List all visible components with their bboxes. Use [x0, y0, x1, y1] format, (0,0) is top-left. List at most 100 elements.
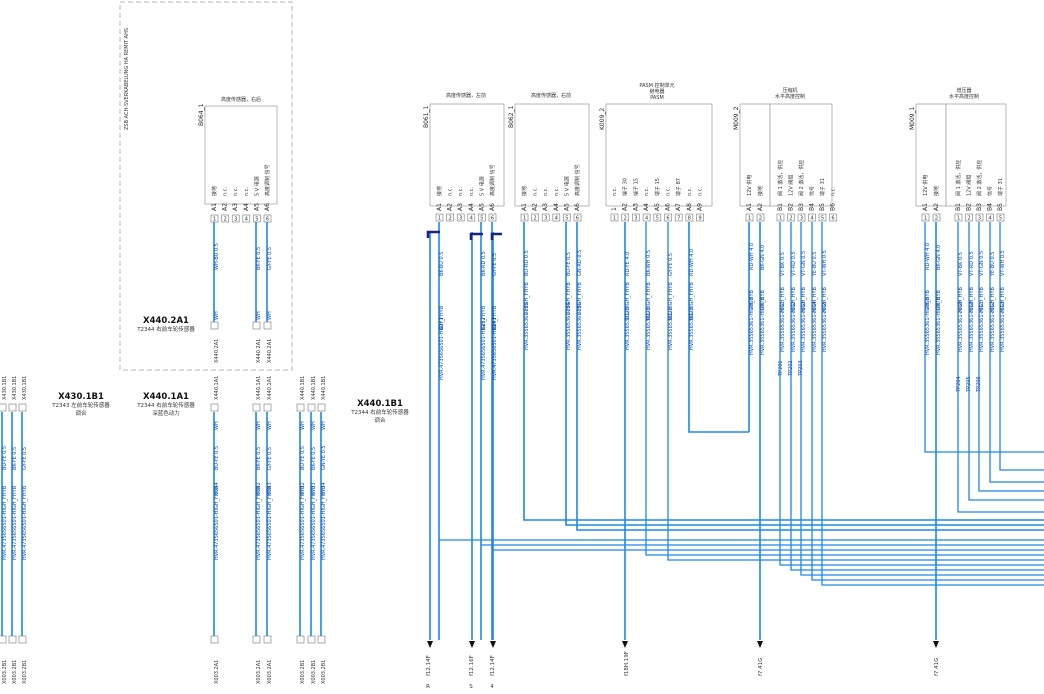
pin-box[interactable]	[435, 213, 444, 222]
pin-box[interactable]	[552, 213, 561, 222]
wire[interactable]	[978, 222, 1044, 492]
pin-box[interactable]	[253, 214, 261, 223]
splice-label: TP205	[966, 376, 972, 393]
pin-box[interactable]	[696, 213, 704, 222]
wire[interactable]	[989, 222, 1044, 483]
pin-box[interactable]	[664, 213, 672, 222]
wire-set: HVR.35565361-HIGH_HYB	[801, 286, 807, 352]
pin-box[interactable]	[787, 213, 795, 222]
pin-box[interactable]	[488, 213, 497, 222]
pin-box[interactable]	[221, 214, 229, 223]
wire[interactable]	[523, 222, 1044, 521]
pin-box[interactable]	[674, 213, 683, 222]
pin-box[interactable]	[756, 213, 765, 222]
pin-box[interactable]	[520, 213, 529, 222]
pin-box[interactable]	[797, 213, 806, 222]
pin-box[interactable]	[231, 214, 240, 223]
pin-box[interactable]	[467, 213, 476, 222]
wire[interactable]	[790, 222, 1044, 571]
connector-pin[interactable]	[0, 635, 7, 644]
connector-pin[interactable]	[210, 635, 219, 644]
pin-box[interactable]	[541, 213, 550, 222]
pin-box[interactable]	[685, 213, 694, 222]
connector-pin[interactable]	[317, 403, 326, 412]
connector-pin[interactable]	[210, 403, 219, 412]
pin-box[interactable]	[818, 213, 827, 222]
wire[interactable]	[779, 222, 1044, 566]
wire-set: HVR.4735656501-HIGH_FHYB	[439, 305, 445, 380]
connector-pin[interactable]	[18, 403, 27, 412]
connector-pin[interactable]	[263, 403, 272, 412]
connector-pin[interactable]	[296, 403, 305, 412]
connector-x440-2a1[interactable]: X440.2A1 T2344 右前车轮传感器	[136, 316, 195, 333]
pin-box[interactable]	[776, 213, 785, 222]
pin-box[interactable]	[653, 213, 662, 222]
connector-pin[interactable]	[263, 321, 272, 330]
wire-id: 0071	[439, 317, 445, 330]
component-b061-1[interactable]: 高度传感器，左前 B061_1 接地A11n.c.A22n.c.A33n.c.A…	[423, 92, 505, 222]
wire[interactable]	[800, 222, 1044, 576]
wire-color-label: RD-WH 4.0	[689, 249, 695, 276]
pin-box[interactable]	[642, 213, 651, 222]
pin-function: 高度调制 信号	[574, 164, 581, 196]
pin-box[interactable]	[921, 213, 930, 222]
wire[interactable]	[821, 222, 1044, 586]
component-b064-1[interactable]: 高度传感器，右后 B064_1 接地A11n.c.A22n.c.A33n.c.A…	[198, 96, 278, 223]
pin-box[interactable]	[829, 213, 837, 222]
connector-pin[interactable]	[0, 403, 7, 412]
pin-box[interactable]	[531, 213, 539, 222]
wire[interactable]	[576, 222, 1044, 531]
pin-function: 端子 15	[654, 178, 661, 196]
pin-box[interactable]	[563, 213, 571, 222]
wire-color-label: GN-RD 0.5	[577, 250, 583, 276]
pin-box[interactable]	[932, 213, 941, 222]
connector-pin[interactable]	[8, 635, 17, 644]
connector-pin[interactable]	[317, 635, 326, 644]
pin-box[interactable]	[610, 213, 619, 222]
pin-box[interactable]	[242, 214, 251, 223]
component-b062-1[interactable]: 高度传感器，右前 B062_1 接地A11n.c.A22n.c.A33n.c.A…	[508, 92, 590, 222]
connector-pin[interactable]	[8, 403, 17, 412]
pin-box[interactable]	[632, 213, 640, 222]
connector-pin[interactable]	[210, 321, 219, 330]
connector-pin[interactable]	[296, 635, 305, 644]
pin-box[interactable]	[745, 213, 754, 222]
connector-pin[interactable]	[18, 635, 27, 644]
pin-box[interactable]	[456, 213, 465, 222]
connector-x430-1b1[interactable]: X430.1B1 T2343 左前车轮传感器 调合	[51, 392, 110, 417]
wire[interactable]	[565, 222, 1044, 526]
wire[interactable]	[957, 222, 1044, 513]
pin-box[interactable]	[446, 213, 454, 222]
wire-set: HVR.35565361-HIGH_HYB	[1000, 286, 1006, 352]
wire-color-label: VT-WH 0.5	[1000, 250, 1006, 276]
connector-x440-1b1[interactable]: X440.1B1 T2344 右前车轮传感器 调合	[350, 399, 409, 424]
pin-box[interactable]	[954, 213, 963, 222]
wire[interactable]	[667, 222, 1044, 561]
connector-ref: X430.1B1	[12, 376, 18, 400]
pin-box[interactable]	[478, 213, 486, 222]
connector-pin[interactable]	[307, 403, 316, 412]
pin-box[interactable]	[621, 213, 630, 222]
wire[interactable]	[968, 222, 1044, 501]
wire[interactable]	[924, 222, 1044, 453]
pin-box[interactable]	[975, 213, 984, 222]
pin-box[interactable]	[808, 213, 816, 222]
connector-pin[interactable]	[252, 635, 261, 644]
connector-pin[interactable]	[252, 321, 261, 330]
wire[interactable]	[645, 222, 1044, 556]
pin-box[interactable]	[986, 213, 994, 222]
connector-pin[interactable]	[263, 635, 272, 644]
wire[interactable]	[811, 222, 1044, 581]
wire-color-label: BU-YE 0.5	[2, 446, 8, 470]
wire[interactable]	[999, 222, 1044, 471]
pin-box[interactable]	[965, 213, 973, 222]
pin-box[interactable]	[996, 213, 1005, 222]
connector-pin[interactable]	[307, 635, 316, 644]
connector-x440-1a1[interactable]: X440.1A1 T2344 右前车轮传感器 深蓝色动力	[136, 392, 195, 417]
connector-pin[interactable]	[252, 403, 261, 412]
pin-box[interactable]	[573, 213, 582, 222]
wire[interactable]	[688, 222, 749, 433]
